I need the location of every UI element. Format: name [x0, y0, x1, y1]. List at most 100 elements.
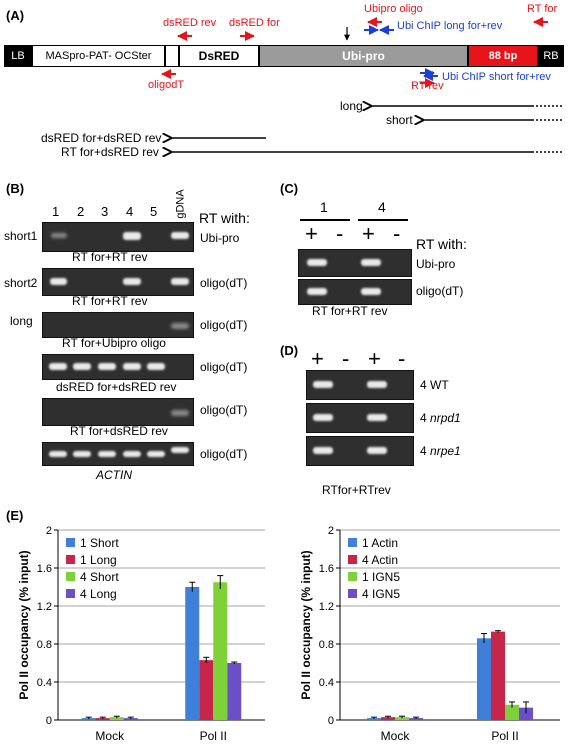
segment-lb: LB: [4, 45, 32, 67]
band: [98, 451, 116, 457]
right-chart-ytick-label: 1.6: [319, 563, 334, 575]
right-chart-legend-label: 1 Actin: [362, 536, 398, 550]
right-chart-bar: [505, 704, 519, 720]
gel-b4-right-label: oligo(dT): [200, 360, 248, 374]
panel-b-label: (B): [6, 181, 25, 196]
right-chart-xtick-label: Mock: [381, 729, 411, 743]
gel-c2-right-label: oligo(dT): [416, 284, 464, 298]
segment-88bp: 88 bp: [468, 45, 538, 67]
band: [313, 447, 333, 454]
left-chart-ytick-label: 1.6: [37, 563, 52, 575]
gel-b3-left-label: long: [10, 314, 33, 328]
band: [73, 451, 91, 457]
band: [171, 278, 189, 285]
band: [49, 363, 67, 370]
band: [123, 451, 141, 457]
gel-d3-right-label: 4 nrpe1: [420, 444, 461, 458]
gel-d2-right-label: 4 nrpd1: [420, 411, 461, 425]
panel-d-sign-3: +: [368, 346, 381, 371]
right-chart-bar: [395, 717, 409, 720]
gel-b5-right-label: oligo(dT): [200, 403, 248, 417]
panel-a-label: (A): [6, 8, 25, 23]
band: [123, 278, 141, 285]
left-chart-legend-label: 4 Long: [80, 587, 117, 601]
band: [98, 363, 116, 370]
gel-d2-name: nrpd1: [430, 411, 461, 425]
right-chart-bar: [477, 638, 491, 720]
band: [367, 381, 387, 388]
gel-d3-name: nrpe1: [430, 444, 461, 458]
right-chart-ytick-label: 1.2: [319, 601, 334, 613]
right-chart-ytick-label: 0: [328, 715, 334, 727]
lane-label-5: 5: [150, 204, 158, 219]
gel-d1-name: WT: [430, 378, 449, 392]
gel-b5-caption: RT for+dsRED rev: [70, 424, 168, 438]
primer-ubi-chip-long-label: Ubi ChIP long for+rev: [397, 20, 503, 32]
band: [171, 410, 189, 416]
gel-c1-right-label: Ubi-pro: [416, 257, 456, 271]
transcript-long-label: long: [340, 99, 363, 113]
left-chart-bar: [185, 587, 200, 720]
panel-c-sign-3: +: [362, 221, 375, 246]
band: [361, 288, 381, 295]
gel-d1-right-label: 4 WT: [420, 378, 449, 392]
right-chart-legend-label: 4 IGN5: [362, 587, 400, 601]
primer-oligodt-label: oligodT: [148, 79, 185, 91]
right-chart-bar: [381, 717, 395, 720]
left-chart-legend-label: 1 Short: [80, 536, 119, 550]
primer-ubipro-oligo-label: Ubipro oligo: [364, 3, 423, 15]
left-chart-xtick-label: Pol II: [200, 729, 227, 743]
transcript-arrows: [0, 0, 562, 170]
gel-d2: [306, 403, 414, 433]
band: [313, 414, 333, 421]
panel-c-group-4-bar: [358, 219, 408, 221]
right-chart-bar: [491, 631, 505, 720]
left-chart-ytick-label: 0: [46, 715, 52, 727]
segment-spacer: [165, 45, 179, 67]
lane-label-4: 4: [126, 204, 134, 219]
band: [171, 447, 189, 453]
transcript-short-label: short: [386, 113, 413, 127]
gel-b4: [42, 354, 194, 380]
panel-c-group-1: 1: [320, 199, 328, 215]
left-chart-xtick-label: Mock: [95, 729, 125, 743]
band: [171, 232, 189, 239]
right-chart-legend-label: 4 Actin: [362, 553, 398, 567]
right-chart-ylabel: Pol II occupancy (% input): [299, 550, 313, 699]
gel-b2-right-label: oligo(dT): [200, 276, 248, 290]
band: [51, 233, 67, 238]
band: [361, 259, 381, 266]
panel-c-rt-with: RT with:: [416, 236, 467, 252]
right-chart-bar: [519, 707, 533, 720]
lane-label-2: 2: [77, 204, 85, 219]
gel-d2-prefix: 4: [420, 411, 427, 425]
band: [147, 363, 165, 370]
gel-b1-left-label: short1: [4, 229, 38, 243]
primer-ubi-chip-short-label: Ubi ChIP short for+rev: [442, 71, 551, 83]
left-chart-ytick-label: 0.4: [37, 677, 52, 689]
lane-label-gdna: gDNA: [174, 189, 187, 219]
gel-b1: [42, 222, 194, 252]
primer-rt-for-label: RT for: [527, 3, 558, 15]
transcript-rt-dsred-label: RT for+dsRED rev: [61, 145, 159, 159]
segment-ubipro: Ubi-pro: [259, 45, 468, 67]
right-chart-legend-swatch: [348, 589, 357, 598]
right-chart-legend-swatch: [348, 572, 357, 581]
band: [123, 363, 141, 370]
right-chart-ytick-label: 0.4: [319, 677, 334, 689]
panel-d-caption: RTfor+RTrev: [322, 483, 391, 497]
panel-d-sign-1: +: [311, 346, 324, 371]
gel-b2-left-label: short2: [4, 276, 38, 290]
lane-label-3: 3: [101, 204, 109, 219]
primer-arrows: [161, 17, 548, 88]
panel-c-caption: RT for+RT rev: [312, 304, 388, 318]
gel-b1-right-label: Ubi-pro: [200, 231, 240, 245]
left-chart-bar: [213, 582, 228, 720]
band: [73, 363, 91, 370]
band: [307, 259, 327, 266]
left-chart-legend-swatch: [66, 538, 75, 547]
left-chart-bar: [199, 660, 214, 720]
panel-b-rt-with: RT with:: [199, 210, 250, 226]
